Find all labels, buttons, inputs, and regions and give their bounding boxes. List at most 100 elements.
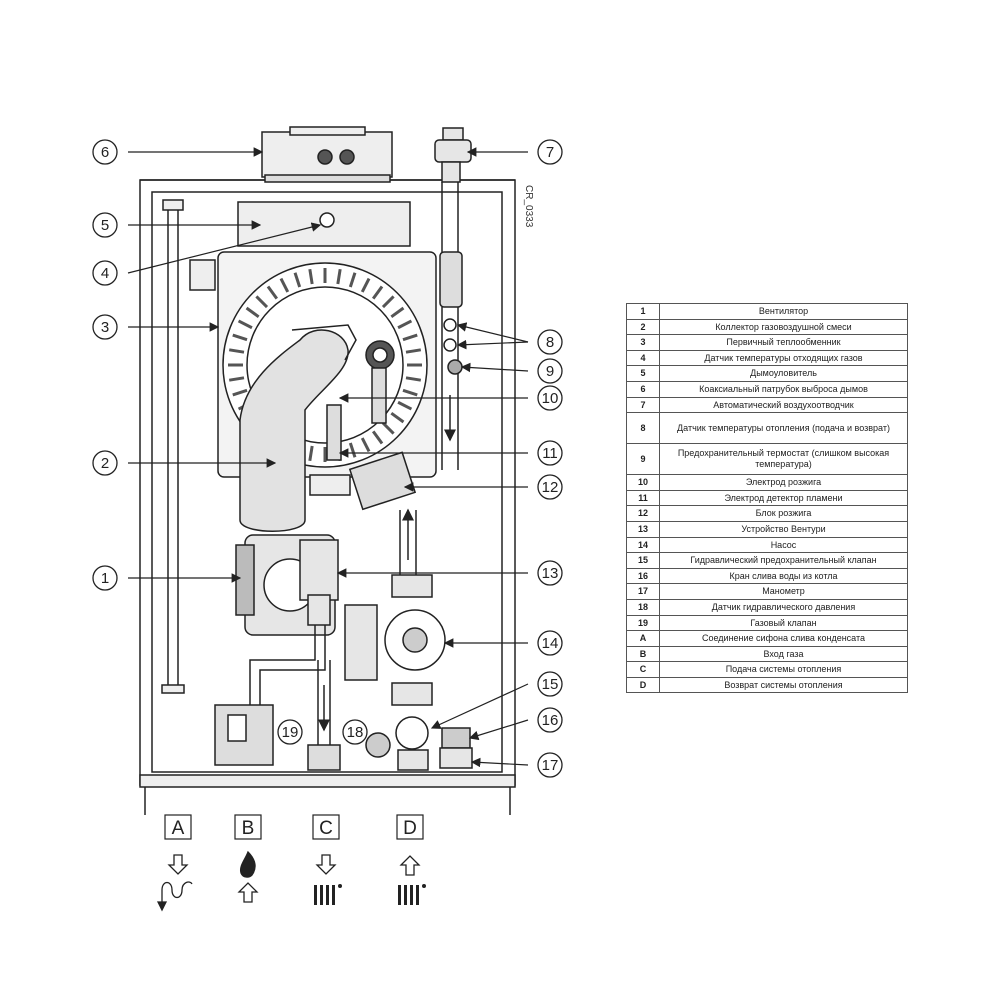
callout-leader-4 bbox=[127, 222, 322, 274]
callout-circle-6 bbox=[92, 139, 118, 165]
port-box-A bbox=[164, 814, 192, 840]
legend-key: 15 bbox=[626, 552, 660, 569]
gas-pipe bbox=[249, 625, 326, 705]
connection-ports: A B C D bbox=[156, 814, 426, 912]
legend-description: Насос bbox=[659, 536, 908, 554]
legend-key: 12 bbox=[626, 505, 660, 522]
callout-label-7: 7 bbox=[546, 144, 554, 161]
legend-key: 10 bbox=[626, 474, 660, 491]
callout-label-12: 12 bbox=[542, 479, 559, 496]
ignition-assembly bbox=[309, 367, 417, 511]
legend-description: Предохранительный термостат (слишком выс… bbox=[659, 443, 908, 476]
callout-circle-8 bbox=[537, 329, 563, 355]
legend-key: 7 bbox=[626, 396, 660, 414]
coaxial-flue-outlet bbox=[261, 126, 393, 183]
legend-description: Первичный теплообменник bbox=[659, 334, 908, 351]
legend-description: Манометр bbox=[659, 583, 908, 600]
legend-key: 19 bbox=[626, 614, 660, 632]
callout-label-5: 5 bbox=[101, 217, 109, 234]
callout-circle-1 bbox=[92, 565, 118, 591]
callout-circle-12 bbox=[537, 474, 563, 500]
callout-label-6: 6 bbox=[101, 144, 109, 161]
callout-label-19: 19 bbox=[282, 724, 299, 741]
callout-circle-2 bbox=[92, 450, 118, 476]
legend-key: 6 bbox=[626, 380, 660, 398]
legend-key: A bbox=[626, 630, 660, 647]
callout-label-11: 11 bbox=[542, 445, 558, 462]
legend-key: 9 bbox=[626, 443, 660, 476]
legend-description: Соединение сифона слива конденсата bbox=[659, 630, 908, 647]
callout-circle-9 bbox=[537, 358, 563, 384]
gas-flame-icon bbox=[237, 850, 259, 903]
port-box-B bbox=[234, 814, 262, 840]
port-box-D bbox=[396, 814, 424, 840]
temperature-sensors bbox=[439, 251, 463, 470]
callout-circle-3 bbox=[92, 314, 118, 340]
legend-key: 1 bbox=[626, 303, 660, 320]
callout-circle-15 bbox=[537, 671, 563, 697]
water-flow-arrows bbox=[318, 395, 456, 732]
callout-label-4: 4 bbox=[101, 265, 109, 282]
legend-description: Датчик гидравлического давления bbox=[659, 598, 908, 616]
air-gas-manifold bbox=[239, 324, 357, 532]
callout-circle-18 bbox=[342, 719, 368, 745]
flow-pipe bbox=[307, 660, 341, 771]
legend-key: 17 bbox=[626, 583, 660, 600]
callout-label-1: 1 bbox=[101, 570, 109, 587]
legend-key: D bbox=[626, 676, 660, 694]
callout-leader-8 bbox=[456, 339, 529, 350]
callout-label-14: 14 bbox=[542, 635, 559, 652]
heating-flow-icon bbox=[314, 854, 342, 905]
legend-key: C bbox=[626, 661, 660, 678]
callout-circle-7 bbox=[537, 139, 563, 165]
callout-circle-19 bbox=[277, 719, 303, 745]
legend-key: 13 bbox=[626, 520, 660, 538]
callout-leader-17 bbox=[470, 757, 529, 768]
legend-description: Возврат системы отопления bbox=[659, 676, 908, 694]
port-label-B: B bbox=[242, 818, 255, 839]
callout-label-2: 2 bbox=[101, 455, 109, 472]
legend-description: Устройство Вентури bbox=[659, 520, 908, 538]
callout-circle-11 bbox=[537, 440, 563, 466]
port-label-D: D bbox=[403, 818, 417, 839]
callout-label-10: 10 bbox=[542, 390, 559, 407]
legend-key: 5 bbox=[626, 365, 660, 382]
legend-key: B bbox=[626, 645, 660, 663]
legend-description: Коаксиальный патрубок выброса дымов bbox=[659, 380, 908, 398]
legend-description: Гидравлический предохранительный клапан bbox=[659, 552, 908, 569]
drawing-id: CR_0333 bbox=[523, 185, 534, 228]
port-label-C: C bbox=[319, 818, 333, 839]
legend-description: Датчик температуры отопления (подача и в… bbox=[659, 412, 908, 445]
callout-label-17: 17 bbox=[542, 757, 559, 774]
legend-description: Электрод розжига bbox=[659, 474, 908, 491]
legend-key: 4 bbox=[626, 349, 660, 367]
legend-description: Подача системы отопления bbox=[659, 661, 908, 678]
callout-circle-16 bbox=[537, 707, 563, 733]
callout-circle-17 bbox=[537, 752, 563, 778]
legend-key: 2 bbox=[626, 318, 660, 336]
callout-label-9: 9 bbox=[546, 363, 554, 380]
legend-description: Газовый клапан bbox=[659, 614, 908, 632]
port-box-C bbox=[312, 814, 340, 840]
legend-description: Кран слива воды из котла bbox=[659, 567, 908, 585]
port-label-A: A bbox=[172, 818, 185, 839]
legend-description: Коллектор газовоздушной смеси bbox=[659, 318, 908, 336]
legend-key: 11 bbox=[626, 489, 660, 507]
callout-leader-15 bbox=[430, 683, 529, 729]
legend-key: 3 bbox=[626, 334, 660, 351]
